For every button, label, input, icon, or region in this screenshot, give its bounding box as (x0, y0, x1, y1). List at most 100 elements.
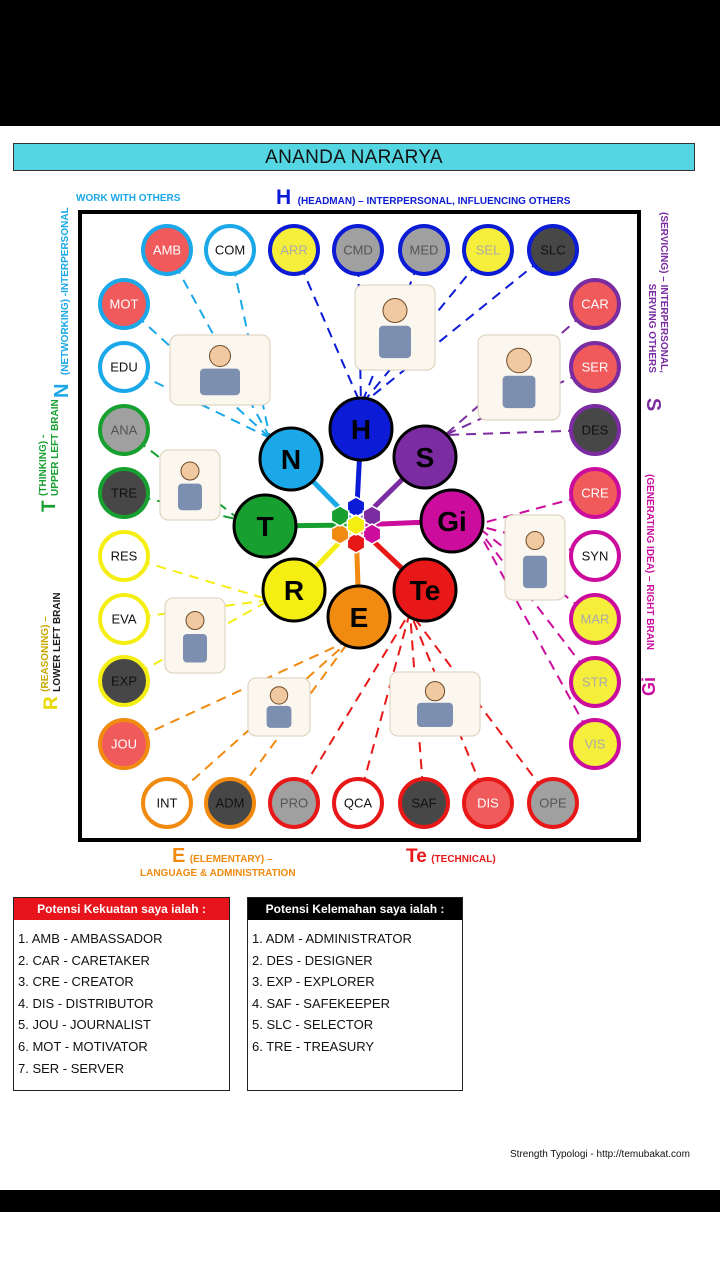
t-text-1: (THINKING) - (38, 434, 49, 496)
connector-ope (409, 611, 554, 804)
s-text-1: (SERVICING) – INTERPERSONAL, (658, 212, 669, 373)
t-text-2: UPPER LEFT BRAIN (50, 399, 61, 496)
weakness-item: 1. ADM - ADMINISTRATOR (252, 931, 412, 946)
r-text-1: (REASONING) – (40, 616, 51, 692)
typology-node-sel: SEL (462, 224, 514, 276)
strength-item: 5. JOU - JOURNALIST (18, 1017, 151, 1033)
strengths-header: Potensi Kekuatan saya ialah : (14, 898, 229, 920)
weakness-item: 4. SAF - SAFEKEEPER (252, 995, 390, 1011)
idea-illustration (504, 514, 566, 601)
strength-item: 3. CRE - CREATOR (18, 974, 134, 990)
typology-node-cre: CRE (569, 467, 621, 519)
connector-arr (293, 249, 362, 406)
connector-pro (293, 611, 411, 804)
te-text: (TECHNICAL) (431, 854, 496, 865)
people-illustration (169, 334, 271, 406)
typology-node-label: EXP (111, 674, 137, 689)
s-group-label: (SERVICING) – INTERPERSONAL, SERVING OTH… (645, 212, 669, 373)
connector-com (229, 249, 271, 439)
center-node-label: S (416, 442, 435, 473)
strength-item: 6. MOT - MOTIVATOR (18, 1038, 148, 1054)
center-node-h: H (328, 396, 394, 462)
strength-item: 1. AMB - AMBASSADOR (18, 931, 163, 946)
typology-node-label: EVA (111, 612, 136, 627)
typology-node-jou: JOU (98, 718, 150, 770)
center-node-label: T (256, 511, 273, 542)
connector-slc (360, 249, 554, 406)
center-node-r: R (261, 557, 327, 623)
typology-node-adm: ADM (204, 777, 256, 829)
typology-node-label: CMD (343, 243, 373, 258)
connector-saf (409, 611, 425, 804)
center-node-e: E (326, 584, 392, 650)
n-group-label: N (NETWORKING) -INTERPERSONAL (51, 207, 74, 398)
center-hex (346, 496, 366, 518)
typology-node-arr: ARR (268, 224, 320, 276)
typology-node-label: COM (215, 243, 245, 258)
typology-node-label: AMB (153, 243, 181, 258)
typology-node-label: ADM (216, 796, 245, 811)
typology-node-saf: SAF (398, 777, 450, 829)
connector-jou (123, 639, 351, 745)
typology-node-label: CAR (581, 297, 608, 312)
technician-illustration (389, 671, 481, 737)
center-node-gi: Gi (419, 488, 485, 554)
typology-node-label: TRE (111, 486, 137, 501)
typology-node-amb: AMB (141, 224, 193, 276)
center-hex (362, 505, 382, 527)
page-title: ANANDA NARARYA (13, 143, 695, 171)
work-with-others-label: WORK WITH OTHERS (76, 193, 181, 204)
typology-node-des: DES (569, 404, 621, 456)
te-letter: Te (406, 846, 427, 867)
center-node-label: R (284, 575, 304, 606)
typology-node-label: ARR (280, 243, 307, 258)
connector-vis (474, 524, 596, 745)
bottom-bar (0, 1190, 720, 1212)
student-illustration (159, 449, 221, 521)
gi-group-label: (GENERATING IDEA) – RIGHT BRAIN (642, 474, 660, 650)
typology-node-label: INT (157, 796, 178, 811)
e-text-2: LANGUAGE & ADMINISTRATION (140, 868, 296, 879)
typology-node-ana: ANA (98, 404, 150, 456)
center-node-label: H (351, 414, 371, 445)
typology-node-vis: VIS (569, 718, 621, 770)
typology-node-ser: SER (569, 341, 621, 393)
strengths-table: Potensi Kekuatan saya ialah : 1. AMB - A… (13, 897, 230, 1091)
weaknesses-table: Potensi Kelemahan saya ialah : 1. ADM - … (247, 897, 463, 1091)
e-text-1: (ELEMENTARY) – (189, 854, 273, 865)
desk-worker-illustration (247, 677, 311, 737)
center-hex (330, 505, 350, 527)
connector-ser (444, 366, 596, 436)
t-letter: T (39, 500, 60, 512)
e-letter: E (172, 845, 186, 867)
typology-node-label: MED (410, 243, 439, 258)
connector-med (360, 249, 425, 406)
h-letter: H (276, 186, 292, 209)
typology-node-label: CRE (581, 486, 609, 501)
typology-node-car: CAR (569, 278, 621, 330)
typology-node-slc: SLC (527, 224, 579, 276)
typology-node-label: JOU (111, 737, 137, 752)
weakness-item: 6. TRE - TREASURY (252, 1038, 375, 1054)
typology-node-label: QCA (344, 796, 373, 811)
typology-node-label: OPE (539, 796, 567, 811)
typology-node-mot: MOT (98, 278, 150, 330)
typology-node-label: SER (582, 360, 609, 375)
typology-node-cmd: CMD (332, 224, 384, 276)
s-text-2: SERVING OTHERS (646, 283, 657, 373)
r-text-2: LOWER LEFT BRAIN (52, 592, 63, 692)
h-text: (HEADMAN) – INTERPERSONAL, INFLUENCING O… (297, 196, 571, 207)
r-group-label: R (REASONING) – LOWER LEFT BRAIN (40, 592, 64, 710)
t-group-label: T (THINKING) - UPPER LEFT BRAIN (38, 399, 62, 512)
te-group-label: Te (TECHNICAL) (406, 846, 496, 868)
strength-item: 4. DIS - DISTRIBUTOR (18, 995, 154, 1011)
typology-node-label: DIS (477, 796, 499, 811)
typology-node-label: DES (582, 423, 609, 438)
center-node-t: T (232, 493, 298, 559)
diagram-frame (78, 210, 641, 842)
typology-node-edu: EDU (98, 341, 150, 393)
s-letter: S (642, 397, 665, 412)
